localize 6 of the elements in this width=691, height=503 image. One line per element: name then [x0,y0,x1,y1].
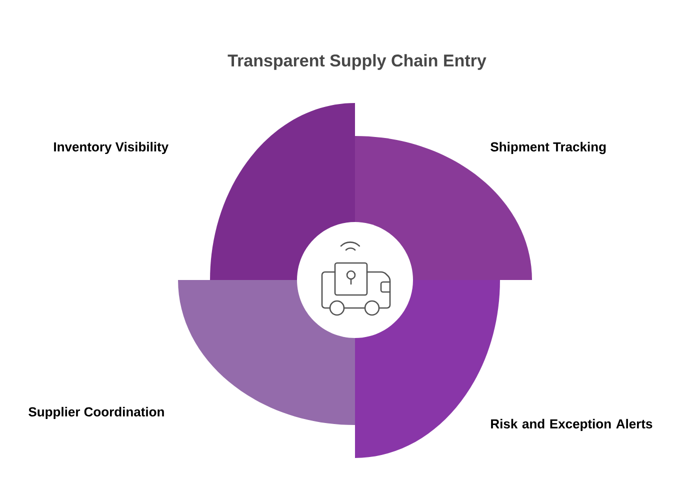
center-circle [297,222,413,338]
segment-label: Inventory Visibility [54,142,168,154]
segment-label: Risk and Exception Alerts [491,418,652,432]
segment-label: Shipment Tracking [490,142,606,154]
segment-label: Supplier Coordination [28,406,164,420]
title: Transparent Supply Chain Entry [228,54,486,70]
